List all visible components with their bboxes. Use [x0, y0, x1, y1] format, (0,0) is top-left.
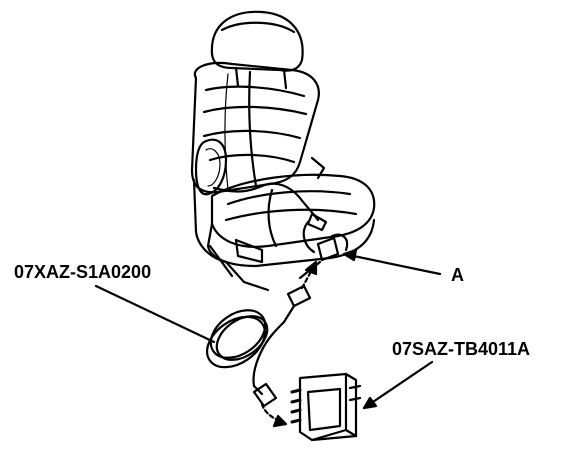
tester-box [290, 372, 362, 442]
connect-arrow-a [300, 260, 318, 290]
leader-arrow-tester [362, 360, 434, 410]
coiled-cable [206, 309, 286, 396]
leader-arrow-a [342, 248, 442, 276]
leader-line-cable [94, 284, 216, 344]
connector-a [316, 233, 349, 262]
cable-part-number-label: 07XAZ-S1A0200 [14, 262, 152, 282]
side-airbag-module [194, 138, 228, 196]
connector-a-label: A [451, 265, 464, 285]
cable-connector [282, 284, 312, 324]
seat-harness [212, 182, 328, 254]
seat-frame [192, 156, 326, 292]
headrest [210, 10, 304, 90]
seat-back [190, 61, 320, 194]
tester-connector [252, 382, 288, 428]
tester-part-number-label: 07SAZ-TB4011A [392, 339, 531, 359]
seat-cushion [206, 173, 376, 268]
